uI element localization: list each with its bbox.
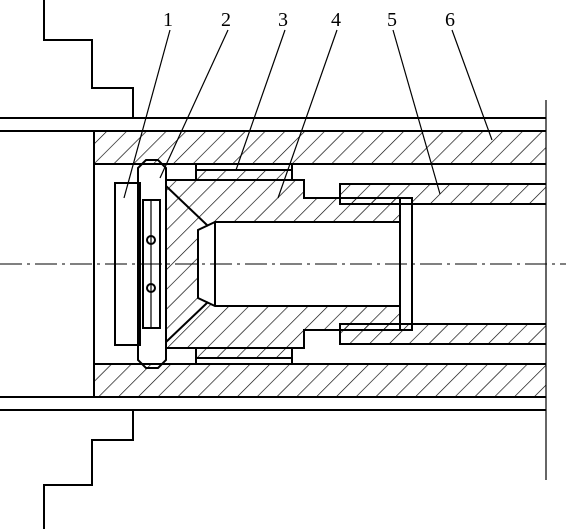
chuck-jaw: [43, 0, 134, 529]
outer-tube-part-6: [0, 100, 547, 480]
callout-labels: 1 2 3 4 5 6: [163, 9, 455, 31]
callout-6: 6: [445, 9, 455, 31]
callout-4: 4: [331, 9, 341, 31]
callout-1: 1: [163, 9, 173, 31]
callout-2: 2: [221, 9, 231, 31]
callout-5: 5: [387, 9, 397, 31]
seal-ring-part-3: [195, 163, 293, 365]
push-tube-part-5: [339, 183, 546, 345]
callout-3: 3: [278, 9, 288, 31]
leader-lines: [123, 29, 493, 199]
